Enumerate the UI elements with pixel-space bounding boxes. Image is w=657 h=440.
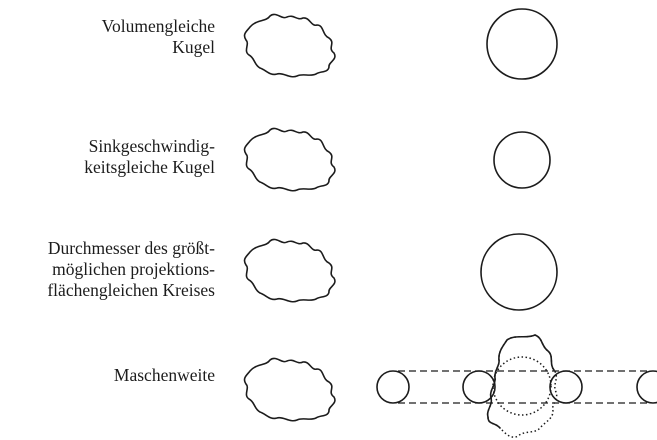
- projection-area-circle: [480, 233, 558, 311]
- irregular-particle-shape: [243, 238, 336, 303]
- row-volumengleiche-kugel: [243, 8, 558, 80]
- label-line: Volumengleiche: [101, 16, 215, 36]
- label-projektionsflaechengleicher-kreis: Durchmesser des größt- möglichen projekt…: [47, 238, 215, 301]
- row-maschenweite: [243, 334, 657, 438]
- label-line: keitsgleiche Kugel: [84, 157, 215, 177]
- label-line: Sinkgeschwindig-: [88, 136, 215, 156]
- label-line: Durchmesser des größt-: [47, 238, 215, 258]
- label-line: möglichen projektions-: [52, 259, 215, 279]
- label-sinkgeschwindigkeitsgleiche-kugel: Sinkgeschwindig- keitsgleiche Kugel: [84, 136, 215, 178]
- label-volumengleiche-kugel: Volumengleiche Kugel: [102, 16, 215, 58]
- row-projektionsflaechengleicher-kreis: [243, 233, 558, 311]
- sieve-wire-circle: [462, 370, 496, 404]
- label-line: Maschenweite: [113, 365, 215, 385]
- label-maschenweite: Maschenweite: [114, 365, 215, 386]
- irregular-particle-shape: [243, 13, 336, 78]
- irregular-particle-shape: [243, 127, 336, 192]
- sieve-wire-circle: [376, 370, 410, 404]
- equivalent-sphere-circle: [486, 8, 558, 80]
- mesh-opening-circle: [492, 356, 552, 416]
- equivalent-sphere-circle: [493, 131, 551, 189]
- sieve-wire-circle: [549, 370, 583, 404]
- irregular-particle-shape: [243, 357, 336, 422]
- row-sinkgeschwindigkeitsgleiche-kugel: [243, 127, 551, 192]
- label-line: Kugel: [172, 37, 215, 57]
- particle-in-mesh-opening-outline: [486, 334, 555, 429]
- sieve-wire-circle: [636, 370, 657, 404]
- label-line: flächengleichen Kreises: [47, 280, 215, 300]
